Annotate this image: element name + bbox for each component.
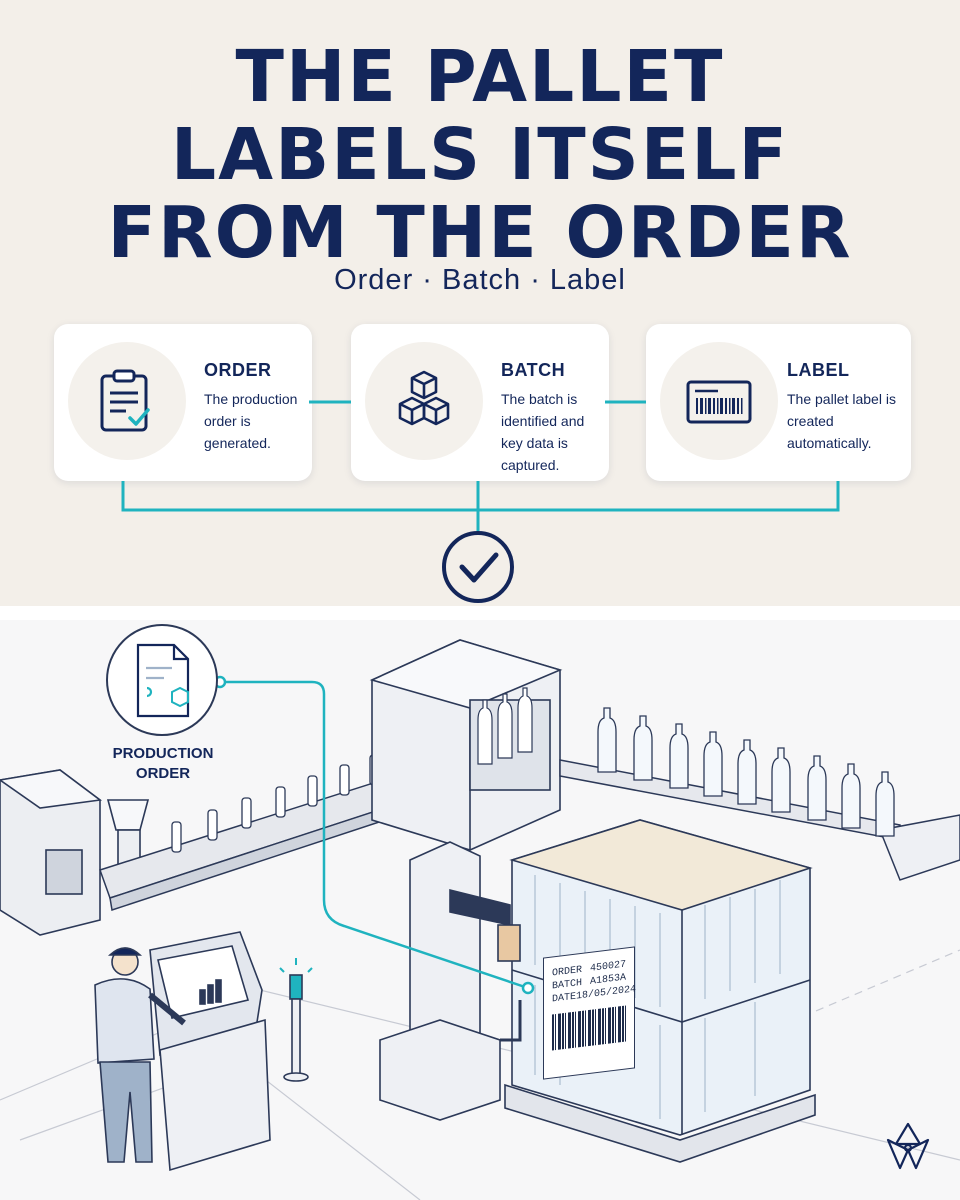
step-description: The production order is generated.: [204, 391, 298, 451]
title-line-1: THE PALLET: [235, 35, 725, 118]
step-name: ORDER: [204, 360, 272, 380]
step-card-batch: BATCH The batch is identified and key da…: [351, 324, 609, 481]
pallet-label: ORDER 450027 BATCH A1853A DATE 18/05/202…: [543, 946, 636, 1080]
barcode-label-icon: [686, 380, 752, 424]
clipboard-check-icon: [100, 369, 150, 432]
step-card-label: LABEL The pallet label is created automa…: [646, 324, 911, 481]
step-name: LABEL: [787, 360, 850, 380]
step-description: The batch is identified and key data is …: [501, 391, 585, 473]
step-card-order: ORDER The production order is generated.: [54, 324, 312, 481]
title-line-3: FROM THE ORDER: [107, 191, 853, 274]
stacked-boxes-icon: [398, 370, 450, 426]
title-line-2: LABELS ITSELF: [170, 113, 790, 196]
production-order-label: PRODUCTION ORDER: [112, 745, 214, 782]
step-name: BATCH: [501, 360, 566, 380]
subtitle: Order · Batch · Label: [334, 264, 626, 296]
barcode: [552, 1005, 626, 1051]
page-title: THE PALLET LABELS ITSELF FROM THE ORDER: [0, 38, 960, 272]
step-description: The pallet label is created automaticall…: [787, 391, 896, 451]
header-section: THE PALLET LABELS ITSELF FROM THE ORDER …: [0, 37, 960, 481]
factory-scene: [0, 606, 960, 1200]
